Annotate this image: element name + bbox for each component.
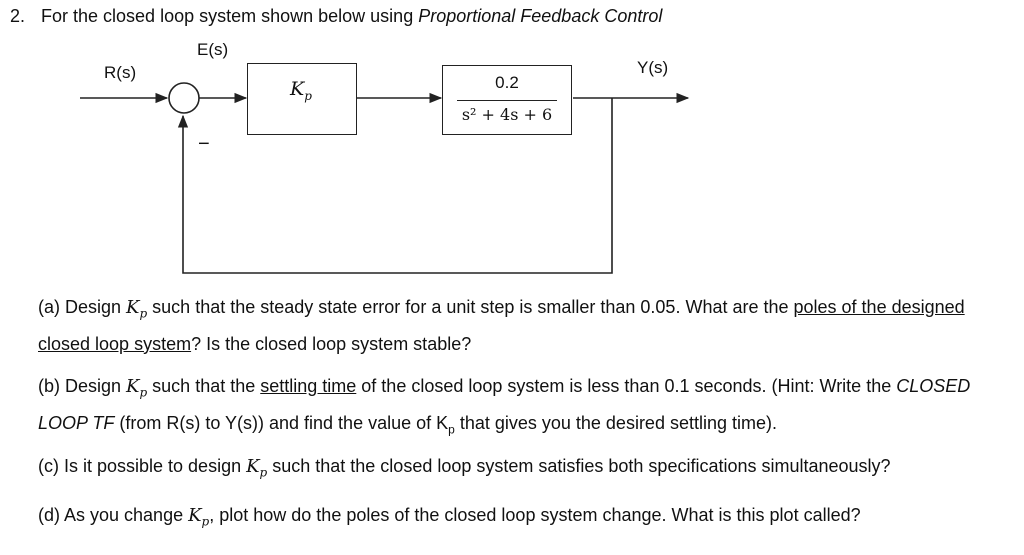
output-label: Y(s) xyxy=(637,58,669,77)
problem-heading: 2. For the closed loop system shown below… xyxy=(10,6,662,27)
heading-italic-text: Proportional Feedback Control xyxy=(418,6,663,26)
input-label: R(s) xyxy=(104,63,137,82)
feedback-sign: − xyxy=(198,133,210,155)
question-b: (b) Design Kp such that the settling tim… xyxy=(38,376,971,437)
feedback-path xyxy=(177,98,613,274)
block-diagram xyxy=(80,82,690,274)
underlined-text: poles of the designed closed loop system xyxy=(38,297,965,354)
controller-gain: Kp xyxy=(290,78,312,103)
plant-denominator: s² + 4s + 6 xyxy=(461,105,553,124)
question-a: (a) Design Kp such that the steady state… xyxy=(38,297,965,354)
heading-text: For the closed loop system shown below u… xyxy=(41,6,419,26)
controller-block: Kp xyxy=(247,63,357,135)
summing-junction xyxy=(168,82,200,114)
error-label: E(s) xyxy=(197,40,229,59)
problem-number: 2. xyxy=(10,6,26,26)
underlined-text: settling time xyxy=(260,376,357,396)
plant-numerator: 0.2 xyxy=(495,73,519,92)
question-d: (d) As you change Kp, plot how do the po… xyxy=(38,505,861,529)
plant-block: 0.2 s² + 4s + 6 xyxy=(442,65,572,135)
fraction-bar xyxy=(457,100,557,101)
question-c: (c) Is it possible to design Kp such tha… xyxy=(38,456,891,480)
